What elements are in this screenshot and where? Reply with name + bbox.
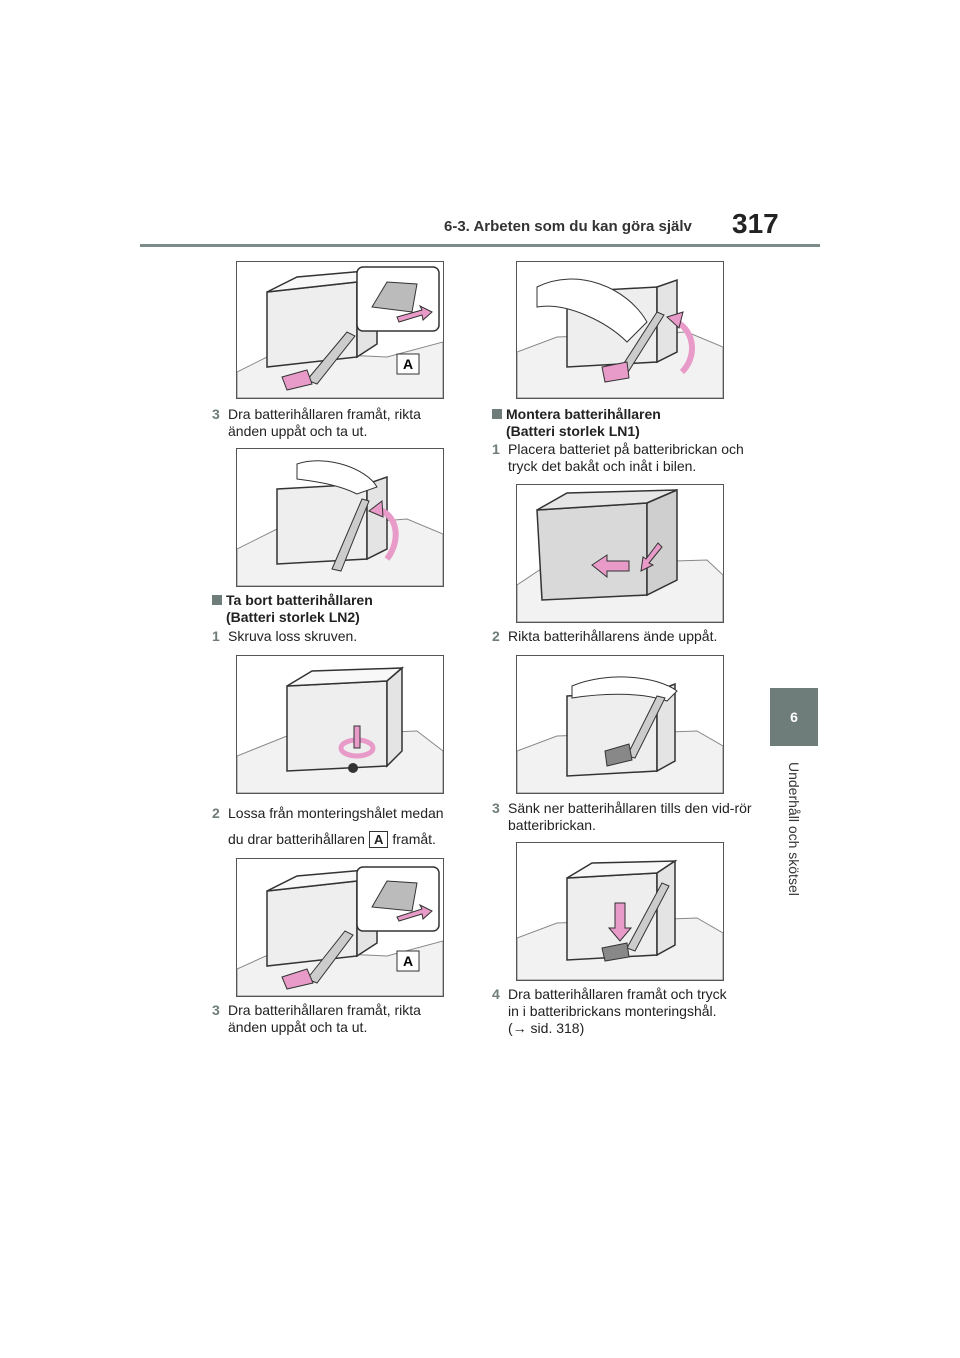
callout-label-a: A bbox=[403, 953, 413, 969]
battery-illustration bbox=[517, 488, 723, 622]
step-1-unscrew: 1 Skruva loss skruven. bbox=[212, 628, 358, 644]
step-3-remove-ln1: 3 Dra batterihållaren framåt, rikta ände… bbox=[212, 406, 421, 439]
heading-square-icon bbox=[492, 409, 502, 419]
step-2-release: 2 Lossa från monteringshålet medan du dr… bbox=[212, 805, 444, 848]
figure-holder-down bbox=[516, 842, 724, 981]
battery-illustration bbox=[517, 676, 723, 793]
battery-illustration bbox=[237, 666, 443, 793]
figure-holder-lift-right bbox=[516, 261, 724, 399]
chapter-number: 6 bbox=[790, 709, 798, 725]
battery-illustration bbox=[517, 278, 723, 398]
heading-square-icon bbox=[212, 595, 222, 605]
battery-illustration bbox=[237, 460, 443, 586]
figure-screw bbox=[236, 655, 444, 794]
figure-battery-push bbox=[516, 484, 724, 623]
heading-install-ln1: Montera batterihållaren(Batteri storlek … bbox=[492, 406, 752, 440]
figure-holder-lift bbox=[236, 448, 444, 587]
page-number: 317 bbox=[732, 208, 779, 239]
step-1-place-battery: 1 Placera batteriet på batteribrickan oc… bbox=[492, 441, 744, 474]
heading-remove-ln2: Ta bort batterihållaren(Batteri storlek … bbox=[212, 592, 452, 626]
chapter-tab[interactable]: 6 bbox=[770, 688, 818, 746]
battery-illustration: A bbox=[237, 866, 443, 996]
battery-illustration: A bbox=[237, 266, 443, 398]
figure-holder-up bbox=[516, 655, 724, 794]
callout-label-a: A bbox=[403, 356, 413, 372]
inline-callout-a: A bbox=[368, 831, 389, 848]
battery-illustration bbox=[517, 859, 723, 980]
figure-holder-pull-inset: A bbox=[236, 261, 444, 399]
step-2-align-end: 2 Rikta batterihållarens ände uppåt. bbox=[492, 628, 718, 644]
section-title: 6-3. Arbeten som du kan göra själv bbox=[444, 218, 692, 235]
header-divider bbox=[140, 244, 820, 247]
page-reference-link[interactable]: (→ sid. 318) bbox=[508, 1020, 585, 1036]
figure-holder-pull-inset-2: A bbox=[236, 858, 444, 997]
step-3-remove-ln2: 3 Dra batterihållaren framåt, rikta ände… bbox=[212, 1002, 421, 1035]
step-3-lower-holder: 3 Sänk ner batterihållaren tills den vid… bbox=[492, 800, 752, 833]
chapter-label: Underhåll och skötsel bbox=[786, 762, 802, 896]
